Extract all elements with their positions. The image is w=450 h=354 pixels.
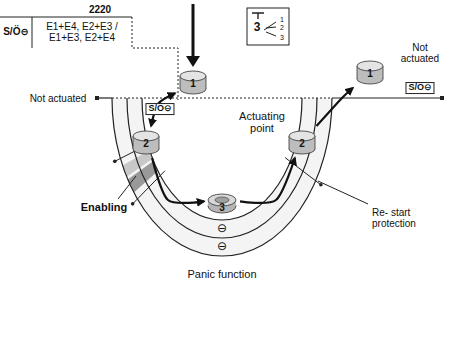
motion-arrow <box>240 158 295 203</box>
button-edge <box>206 76 207 89</box>
press-arrow-head <box>186 56 200 67</box>
state-tag: S/Ö⊖ <box>145 103 174 115</box>
zone-label: Enabling <box>81 201 127 213</box>
travel-arc <box>112 98 332 256</box>
zone-label: Re- start protection <box>372 207 424 229</box>
travel-arc <box>127 98 317 238</box>
rest-line <box>332 97 442 98</box>
table-header: 2220 <box>89 4 111 15</box>
motion-arrow <box>317 88 353 126</box>
tick-dot <box>319 183 323 187</box>
rest-line <box>97 97 112 98</box>
press-arrow <box>192 4 195 58</box>
button-edge <box>180 76 181 89</box>
table-rule <box>0 17 132 18</box>
motion-arrow <box>152 158 204 203</box>
band-ground <box>112 98 332 256</box>
end-mark <box>440 96 444 100</box>
button-edge <box>383 66 384 79</box>
dotted-leader <box>132 17 178 100</box>
push-button: 1 <box>355 59 385 85</box>
table-rule <box>32 17 33 48</box>
travel-arc <box>142 98 302 220</box>
contact-number: 1 <box>280 16 284 24</box>
leader-line <box>318 181 368 204</box>
point-label: Actuating point <box>231 110 293 134</box>
switch-actuator <box>252 13 264 19</box>
table-cell: E1+E4, E2+E3 / E1+E3, E2+E4 <box>35 21 129 43</box>
button-number: 2 <box>287 129 317 149</box>
end-mark <box>95 96 99 100</box>
contact-number: 2 <box>280 24 284 32</box>
switch-symbol <box>247 8 289 45</box>
state-label: Not actuated <box>30 93 87 104</box>
button-edge <box>357 66 358 79</box>
direction-symbol: ⊖ <box>217 240 227 253</box>
push-button: 1 <box>178 69 208 95</box>
function-label: Panic function <box>187 268 256 280</box>
tick-dot <box>113 160 117 164</box>
button-edge <box>159 136 160 149</box>
button-edge <box>315 136 316 149</box>
push-button: 3 <box>207 189 237 215</box>
button-edge <box>133 136 134 149</box>
rest-line <box>112 98 332 99</box>
button-number: 2 <box>131 129 161 149</box>
push-button: 2 <box>131 129 161 155</box>
leader-line <box>118 176 136 199</box>
direction-symbol: ⊖ <box>217 222 227 235</box>
tick-dot <box>131 202 135 206</box>
table-row-label: S/Ö⊖ <box>3 26 29 37</box>
button-number: 1 <box>178 69 208 89</box>
state-label: Not actuated <box>393 42 447 64</box>
push-button: 2 <box>287 129 317 155</box>
button-number: 3 <box>207 189 237 213</box>
switch-contacts <box>264 22 276 36</box>
button-edge <box>289 136 290 149</box>
button-number: 1 <box>355 59 385 79</box>
contact-number: 3 <box>280 34 284 42</box>
state-tag: S/Ö⊖ <box>405 82 434 94</box>
symbol-number: 3 <box>254 21 261 34</box>
